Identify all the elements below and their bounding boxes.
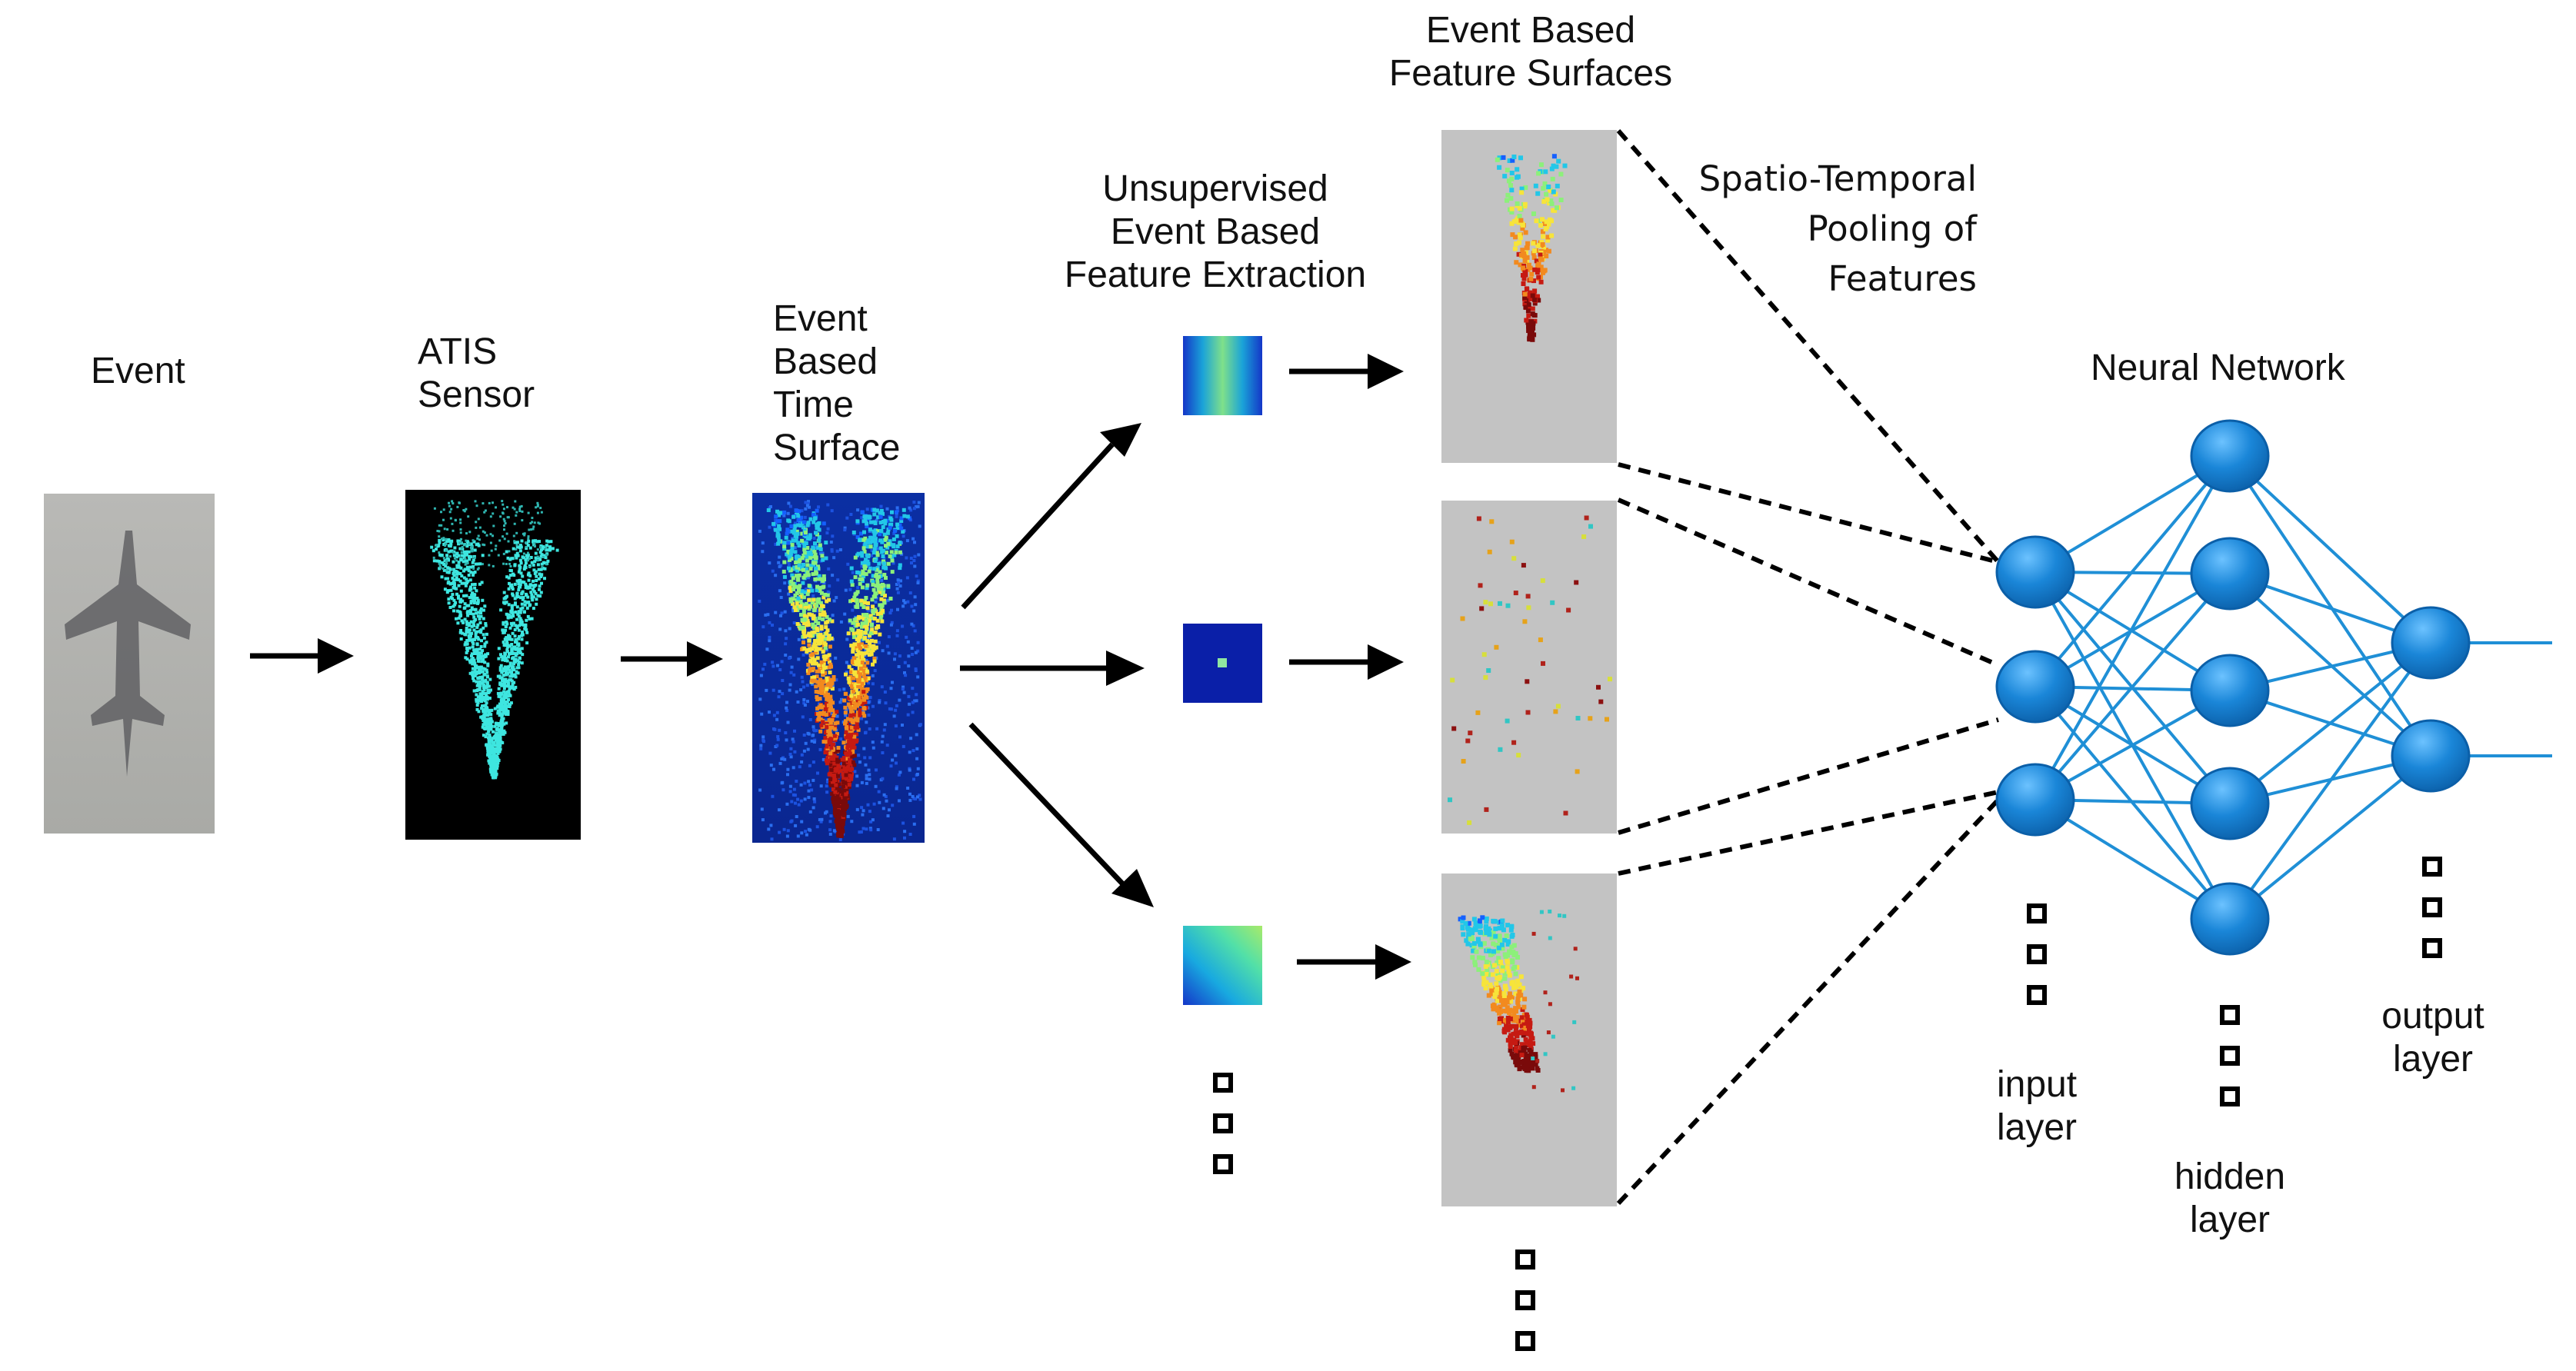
arrow-to-kernel-1 <box>961 423 1141 610</box>
label-time-surface-line1: Event <box>773 298 868 339</box>
label-pooling-line3: Features <box>1828 258 1978 299</box>
label-output-layer-line1: output <box>2381 996 2484 1037</box>
pooling-dashed-lines <box>1616 129 2001 1206</box>
input-node <box>1995 650 2075 724</box>
label-time-surface-line2: Based <box>773 341 878 382</box>
atis-event-points <box>430 500 559 780</box>
arrow-to-kernel-2 <box>960 651 1145 686</box>
hidden-node <box>2190 419 2270 493</box>
label-time-surface: Event Based Time Surface <box>773 298 900 470</box>
time-surface-points <box>758 500 922 841</box>
feature-surface-1 <box>1441 130 1617 463</box>
input-node <box>1995 535 2075 609</box>
label-input-layer-line1: input <box>1996 1064 2078 1105</box>
label-atis: ATIS Sensor <box>418 331 535 417</box>
label-atis-line2: Sensor <box>418 374 535 415</box>
hidden-node <box>2190 654 2270 727</box>
label-unsupervised-line1: Unsupervised <box>1102 168 1328 209</box>
feature-kernel-2 <box>1183 624 1262 703</box>
arrow-kernel-1-to-surface <box>1289 354 1404 389</box>
label-hidden-layer-line2: layer <box>2189 1200 2271 1240</box>
label-feature-surfaces-line1: Event Based <box>1425 10 1636 51</box>
surface-ellipsis <box>1515 1250 1535 1351</box>
label-time-surface-line4: Surface <box>773 428 901 468</box>
label-hidden-layer-line1: hidden <box>2174 1156 2286 1197</box>
event-image <box>44 494 215 834</box>
arrow-kernel-3-to-surface <box>1297 944 1411 980</box>
network-edge <box>2228 754 2432 920</box>
input-layer-ellipsis <box>2027 903 2047 1005</box>
network-edge <box>2228 454 2432 757</box>
feature-surface-3 <box>1441 874 1617 1206</box>
time-surface-image <box>752 493 925 843</box>
output-node <box>2391 606 2471 680</box>
network-edge <box>2228 641 2432 920</box>
network-edge <box>2034 455 2231 800</box>
label-feature-surfaces-line2: Feature Surfaces <box>1388 53 1673 94</box>
label-feature-surfaces: Event Based Feature Surfaces <box>1323 9 1738 95</box>
label-input-layer-line2: layer <box>1996 1107 2078 1148</box>
network-edge <box>2228 641 2432 805</box>
network-edge <box>2228 572 2432 757</box>
hidden-layer-ellipsis <box>2220 1005 2240 1106</box>
label-hidden-layer: hidden layer <box>2145 1156 2314 1242</box>
input-node <box>1995 763 2075 837</box>
arrow-to-kernel-3 <box>968 722 1154 907</box>
kernel-ellipsis <box>1213 1073 1233 1174</box>
hidden-node <box>2190 767 2270 840</box>
feature-surface-2 <box>1441 501 1617 834</box>
aircraft-silhouette-icon <box>65 531 191 777</box>
arrow-atis-to-time-surface <box>621 641 723 677</box>
network-edge <box>2034 572 2231 801</box>
atis-sensor-image <box>405 490 581 840</box>
label-time-surface-line3: Time <box>773 384 854 425</box>
feature-kernel-3 <box>1183 926 1262 1005</box>
label-pooling-line1: Spatio-Temporal <box>1698 158 1977 199</box>
feature-kernel-1 <box>1183 336 1262 415</box>
label-input-layer: input layer <box>1952 1063 2121 1150</box>
network-nodes <box>1995 419 2471 956</box>
output-layer-ellipsis <box>2422 857 2442 958</box>
network-connections <box>2034 454 2552 920</box>
label-atis-line1: ATIS <box>418 331 498 372</box>
label-unsupervised: Unsupervised Event Based Feature Extract… <box>1023 168 1408 297</box>
label-output-layer-line2: layer <box>2392 1039 2474 1080</box>
label-neural-network: Neural Network <box>2091 348 2345 388</box>
label-pooling: Spatio-Temporal Pooling of Features <box>1669 154 1977 304</box>
label-unsupervised-line3: Feature Extraction <box>1064 255 1367 295</box>
label-unsupervised-line2: Event Based <box>1110 211 1321 252</box>
hidden-node <box>2190 537 2270 611</box>
output-node <box>2391 719 2471 793</box>
label-output-layer: output layer <box>2348 995 2518 1081</box>
network-edge <box>2228 454 2432 644</box>
hidden-node <box>2190 882 2270 956</box>
arrow-kernel-2-to-surface <box>1289 644 1404 680</box>
arrow-event-to-atis <box>250 638 354 674</box>
network-edge <box>2034 454 2231 688</box>
label-event: Event <box>91 351 185 391</box>
label-pooling-line2: Pooling of <box>1807 208 1977 249</box>
